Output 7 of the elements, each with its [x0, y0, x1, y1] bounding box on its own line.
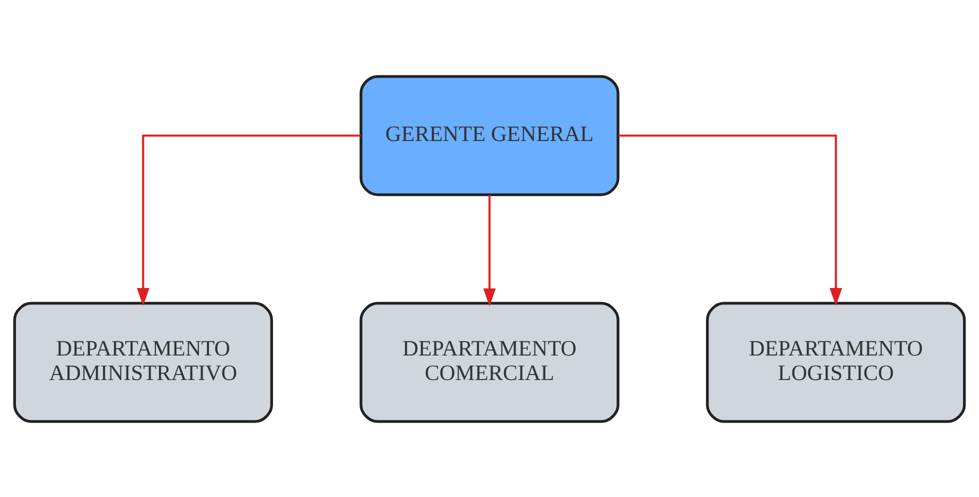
arrow	[618, 134, 842, 306]
node-box: DEPARTAMENTO COMERCIAL	[360, 301, 620, 422]
node-box: GERENTE GENERAL	[360, 74, 620, 196]
node-box: DEPARTAMENTO LOGISTICO	[706, 301, 966, 422]
node-box: DEPARTAMENTO ADMINISTRATIVO	[13, 301, 274, 422]
arrow	[483, 194, 496, 306]
arrow	[136, 134, 361, 306]
